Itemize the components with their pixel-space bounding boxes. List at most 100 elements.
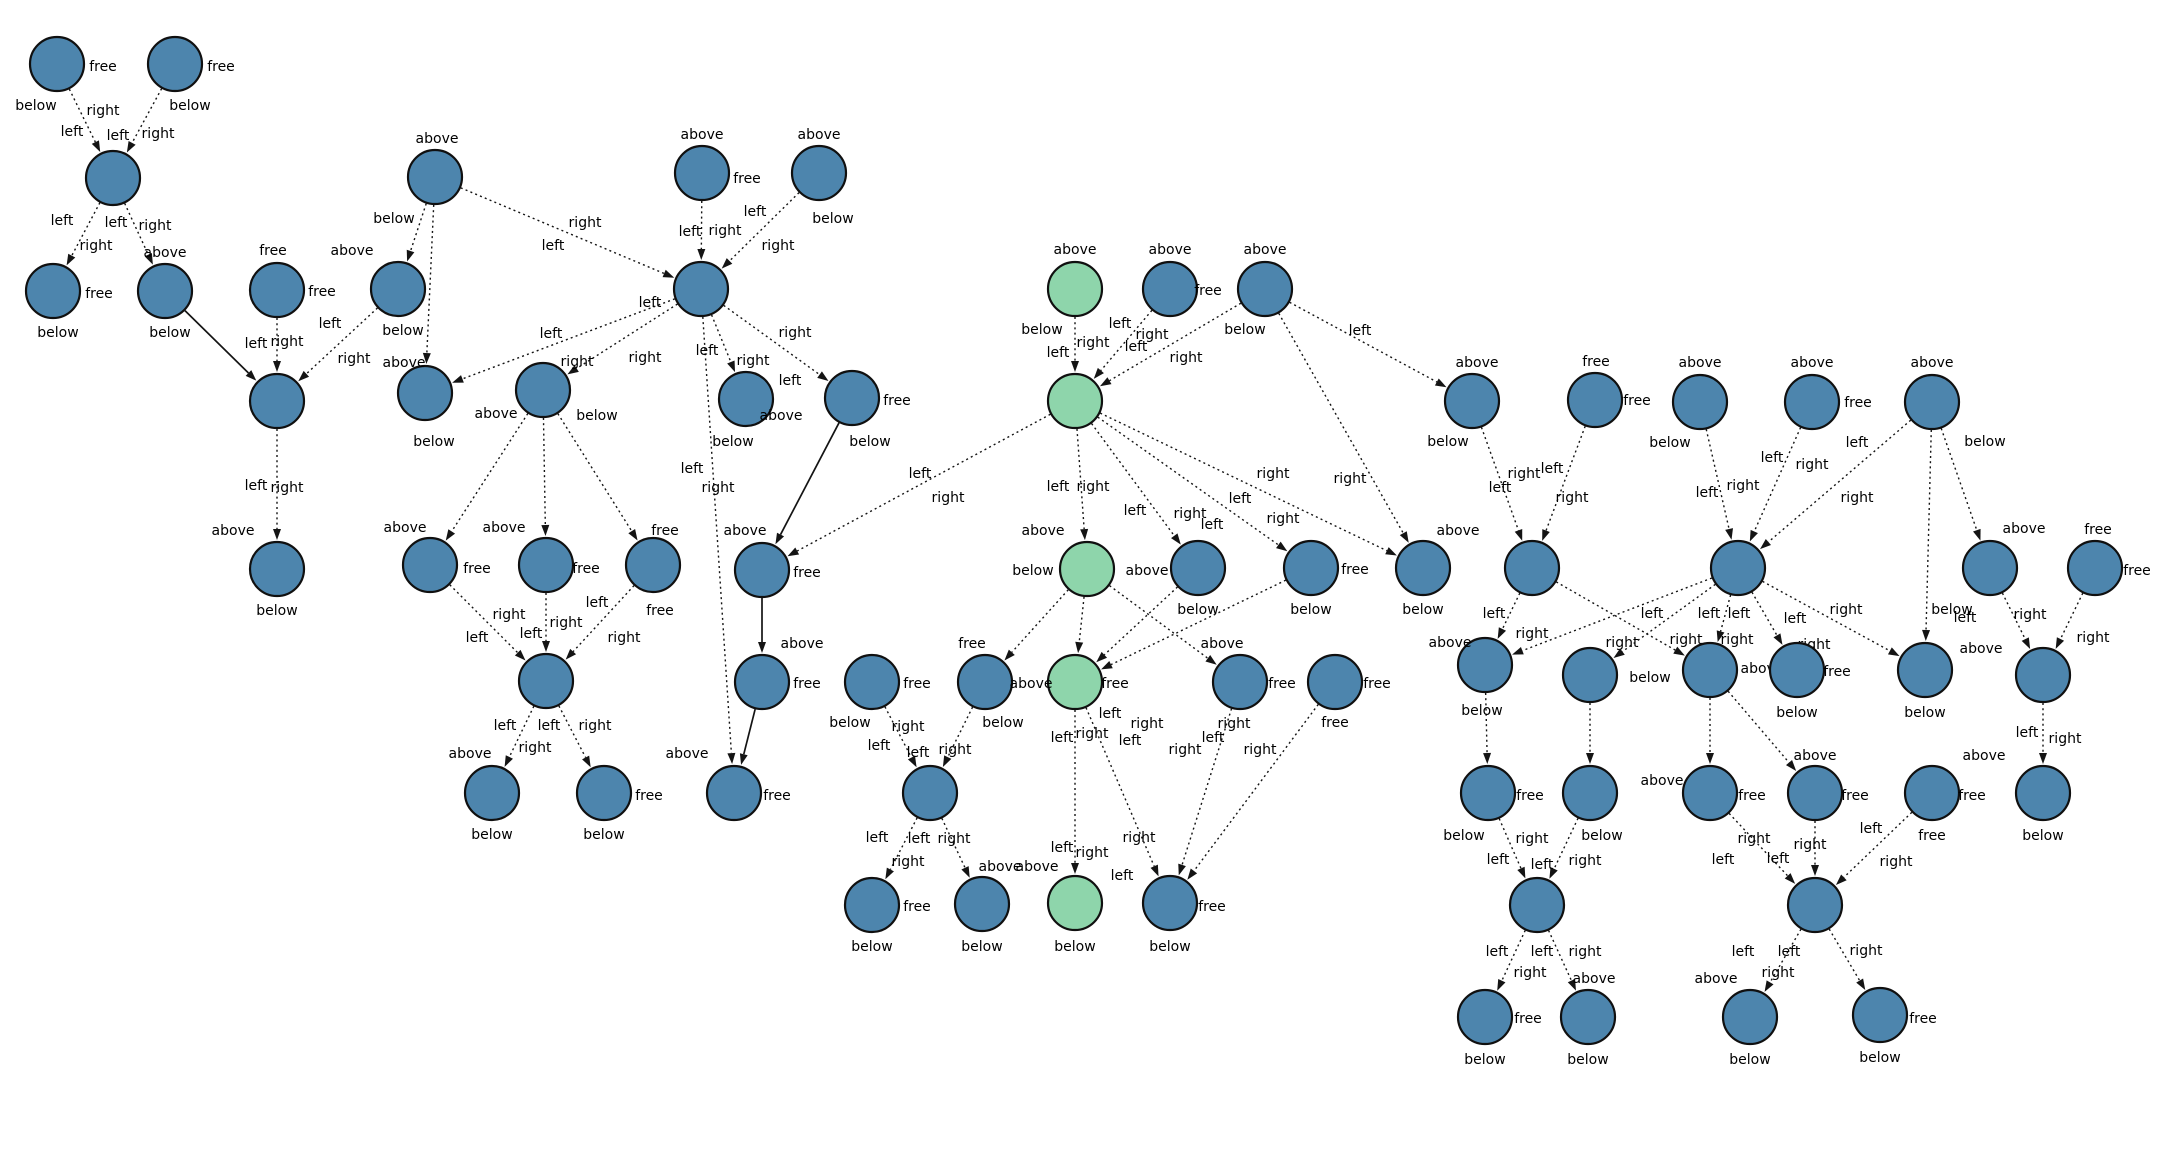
node-label-Qd-0: free (1909, 1011, 1937, 1027)
arrowhead-Pa-Dh (1517, 866, 1526, 879)
graph-node-U1-blue (733, 541, 791, 599)
arrowhead-Eh-Qd (1856, 978, 1866, 991)
graph-node-R3-blue (624, 536, 682, 594)
graph-edge-M1-N4 (1501, 592, 1521, 630)
node-label-B3-1: below (1177, 602, 1218, 618)
arrowhead-M-R1 (445, 529, 456, 541)
arrowhead-K2-J (721, 258, 733, 269)
node-label-R3-0: free (651, 523, 679, 539)
edge-label-B2-G2-1: right (1170, 350, 1203, 366)
arrowhead-S-Tb2 (582, 755, 591, 768)
node-label-F4-1: below (1149, 939, 1190, 955)
node-label-U2-1: free (793, 676, 821, 692)
edge-label-G3-G4-0: left (1051, 730, 1074, 746)
edge-label-G2-B3-1: right (1174, 506, 1207, 522)
node-label-Tb1-0: above (449, 746, 492, 762)
graph-node-Vg-blue (2014, 646, 2072, 704)
edge-label-H-Va-0: left (1728, 606, 1751, 622)
graph-edge-Q-U1 (779, 422, 840, 535)
edge-label-L3-L5-1: right (139, 218, 172, 234)
graph-edge-J-M (576, 303, 678, 370)
graph-node-Y1-blue (843, 876, 901, 934)
node-label-Pa-0: free (1516, 788, 1544, 804)
node-label-T1r-1: below (1427, 434, 1468, 450)
node-label-Rg-1: free (2123, 563, 2151, 579)
node-label-L10-0: above (383, 355, 426, 371)
arrowhead-C1-C2 (406, 249, 415, 262)
graph-node-Qb-blue (1559, 988, 1617, 1046)
edge-label-B4-G4-0: left (1119, 733, 1142, 749)
edge-label-B2-T1r-0: left (1349, 323, 1372, 339)
graph-edge-K2-J (729, 192, 800, 262)
node-label-T2r-1: free (1623, 393, 1651, 409)
edge-label-Vg-W2-1: right (2049, 731, 2082, 747)
node-label-B1-0: above (1149, 242, 1192, 258)
arrowhead-L6-L8 (273, 361, 281, 372)
node-label-F2-0: above (1201, 636, 1244, 652)
node-label-T4r-0: above (1791, 355, 1834, 371)
node-label-N4-0: above (1429, 635, 1472, 651)
edge-label-J-M-1: right (561, 354, 594, 370)
edge-label-Dh-Qa-0: left (1486, 944, 1509, 960)
edge-label-K2-J-1: right (762, 238, 795, 254)
graph-node-K2-blue (790, 144, 848, 202)
graph-node-M-blue (514, 361, 572, 419)
edge-label-Eh-Qc-0: left (1732, 944, 1755, 960)
edge-label-M1-N4-1: right (1516, 626, 1549, 642)
node-label-Y1-1: below (851, 939, 892, 955)
node-label-G5-1: below (1054, 939, 1095, 955)
graph-node-L8-blue (248, 372, 306, 430)
graph-node-L9-blue (248, 540, 306, 598)
node-label-T5r-0: above (1911, 355, 1954, 371)
edge-label-R2-S-1: left (520, 626, 543, 642)
edge-label-B1-G2-1: right (1136, 327, 1169, 343)
edge-label-X-Y1-0: left (866, 830, 889, 846)
graph-node-W2-blue (2014, 764, 2072, 822)
graph-edge-M-R1 (451, 413, 529, 532)
graph-edge-N4-Pa (1484, 692, 1488, 754)
node-label-F3-0: free (1363, 676, 1391, 692)
graph-edge-H-Va (1719, 594, 1732, 632)
graph-edge-F3-F4 (1193, 704, 1319, 872)
graph-node-M1-blue (1503, 539, 1561, 597)
node-label-Qc-1: below (1729, 1052, 1770, 1068)
arrowhead-M1-Va (1673, 646, 1685, 656)
arrowhead-T1r-M1 (1514, 529, 1523, 541)
graph-node-Pb-blue (1561, 764, 1619, 822)
node-label-Qc-0: above (1695, 971, 1738, 987)
arrowhead-G3-F2 (1205, 655, 1217, 665)
node-label-R3-1: free (646, 603, 674, 619)
node-label-G5-0: above (1016, 859, 1059, 875)
graph-node-Rg-blue (2066, 539, 2124, 597)
graph-edge-B2-T1r (1289, 301, 1438, 383)
node-label-L2-0: free (207, 59, 235, 75)
arrowhead-Va-Pd (1785, 759, 1797, 771)
graph-node-U2-blue (733, 653, 791, 711)
graph-edge-W1-X (884, 706, 913, 758)
node-label-B2-1: below (1224, 322, 1265, 338)
graph-node-R1-blue (401, 536, 459, 594)
node-label-G4-1: free (1101, 676, 1129, 692)
node-label-Rf-0: above (2003, 521, 2046, 537)
arrowhead-Q-U1 (775, 532, 785, 545)
graph-node-L3-blue (84, 149, 142, 207)
node-label-Pd-1: free (1841, 788, 1869, 804)
edge-label-L1-L3-1: left (61, 124, 84, 140)
edge-label-Rf-Vg-0: left (1954, 610, 1977, 626)
edge-label-G4-F4-0: right (1123, 830, 1156, 846)
graph-node-L10-blue (396, 364, 454, 422)
graph-node-B2-blue (1236, 260, 1294, 318)
graph-edge-R1-S (449, 584, 519, 654)
edge-label-R2-S-0: right (550, 615, 583, 631)
node-label-L1-1: below (15, 98, 56, 114)
graph-node-Tb2-blue (575, 764, 633, 822)
node-label-B4-0: free (1341, 562, 1369, 578)
node-label-T5r-1: below (1964, 434, 2005, 450)
graph-edge-G3-F1 (1011, 589, 1069, 653)
edge-label-J-L10-1: left (540, 326, 563, 342)
node-label-L6-0: free (259, 243, 287, 259)
arrowhead-Dh-Qb (1567, 978, 1576, 991)
arrowhead-L2-L3 (126, 140, 136, 153)
arrowhead-B2-G2 (1099, 377, 1112, 387)
graph-edge-H-Vb (1751, 591, 1778, 636)
